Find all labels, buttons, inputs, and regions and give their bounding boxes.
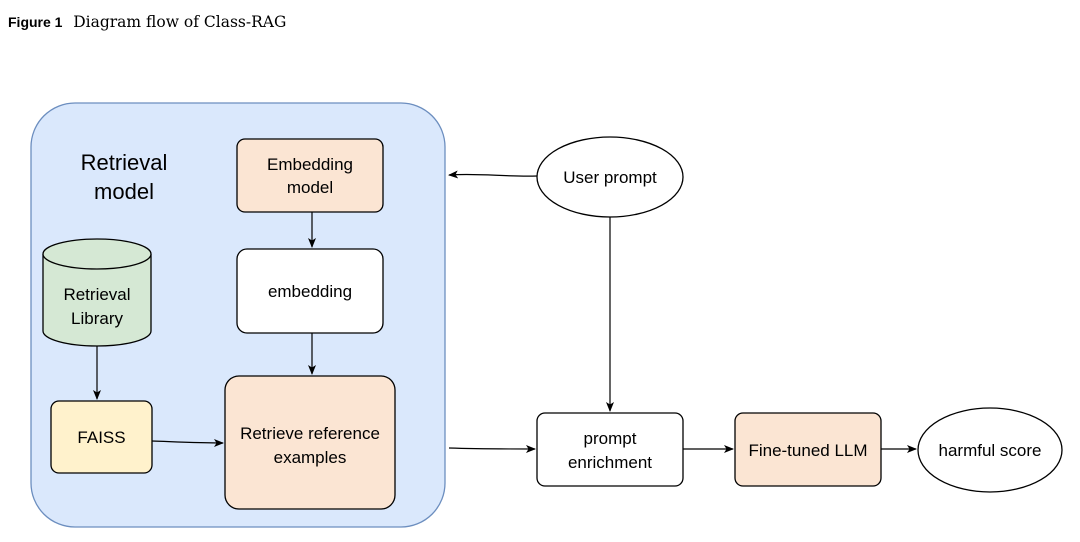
retrieve-reference-label-line1: Retrieve reference <box>240 424 380 443</box>
edge-retrieval-model-to-enrichment <box>448 444 536 453</box>
edge-faiss-to-retrieve <box>151 438 224 447</box>
embedding-label: embedding <box>268 282 352 301</box>
harmful-score-label: harmful score <box>939 441 1042 460</box>
retrieval-library-label-line1: Retrieval <box>63 285 130 304</box>
figure-caption: Figure 1 Diagram flow of Class-RAG <box>8 11 286 33</box>
retrieval-library-cylinder <box>42 238 152 347</box>
retrieval-model-title-line1: Retrieval <box>81 150 168 175</box>
embedding-model-box <box>236 138 384 213</box>
faiss-box <box>50 400 153 474</box>
prompt-enrichment-box <box>536 412 684 487</box>
fine-tuned-llm-label: Fine-tuned LLM <box>748 441 867 460</box>
harmful-score-ellipse <box>917 407 1063 493</box>
retrieval-library-label-line2: Library <box>71 309 123 328</box>
edge-user-prompt-to-retrieval-model <box>448 170 538 179</box>
embedding-box <box>236 248 384 334</box>
retrieval-model-title-line2: model <box>94 179 154 204</box>
prompt-enrichment-label-line2: enrichment <box>568 453 652 472</box>
figure-label: Figure 1 <box>8 14 63 30</box>
faiss-label: FAISS <box>77 428 125 447</box>
retrieve-reference-label-line2: examples <box>274 448 347 467</box>
embedding-model-label-line1: Embedding <box>267 155 353 174</box>
prompt-enrichment-label-line1: prompt <box>584 429 637 448</box>
retrieve-reference-box <box>224 375 396 510</box>
user-prompt-label: User prompt <box>563 168 657 187</box>
embedding-model-label-line2: model <box>287 178 333 197</box>
figure-title: Diagram flow of Class-RAG <box>73 13 287 31</box>
